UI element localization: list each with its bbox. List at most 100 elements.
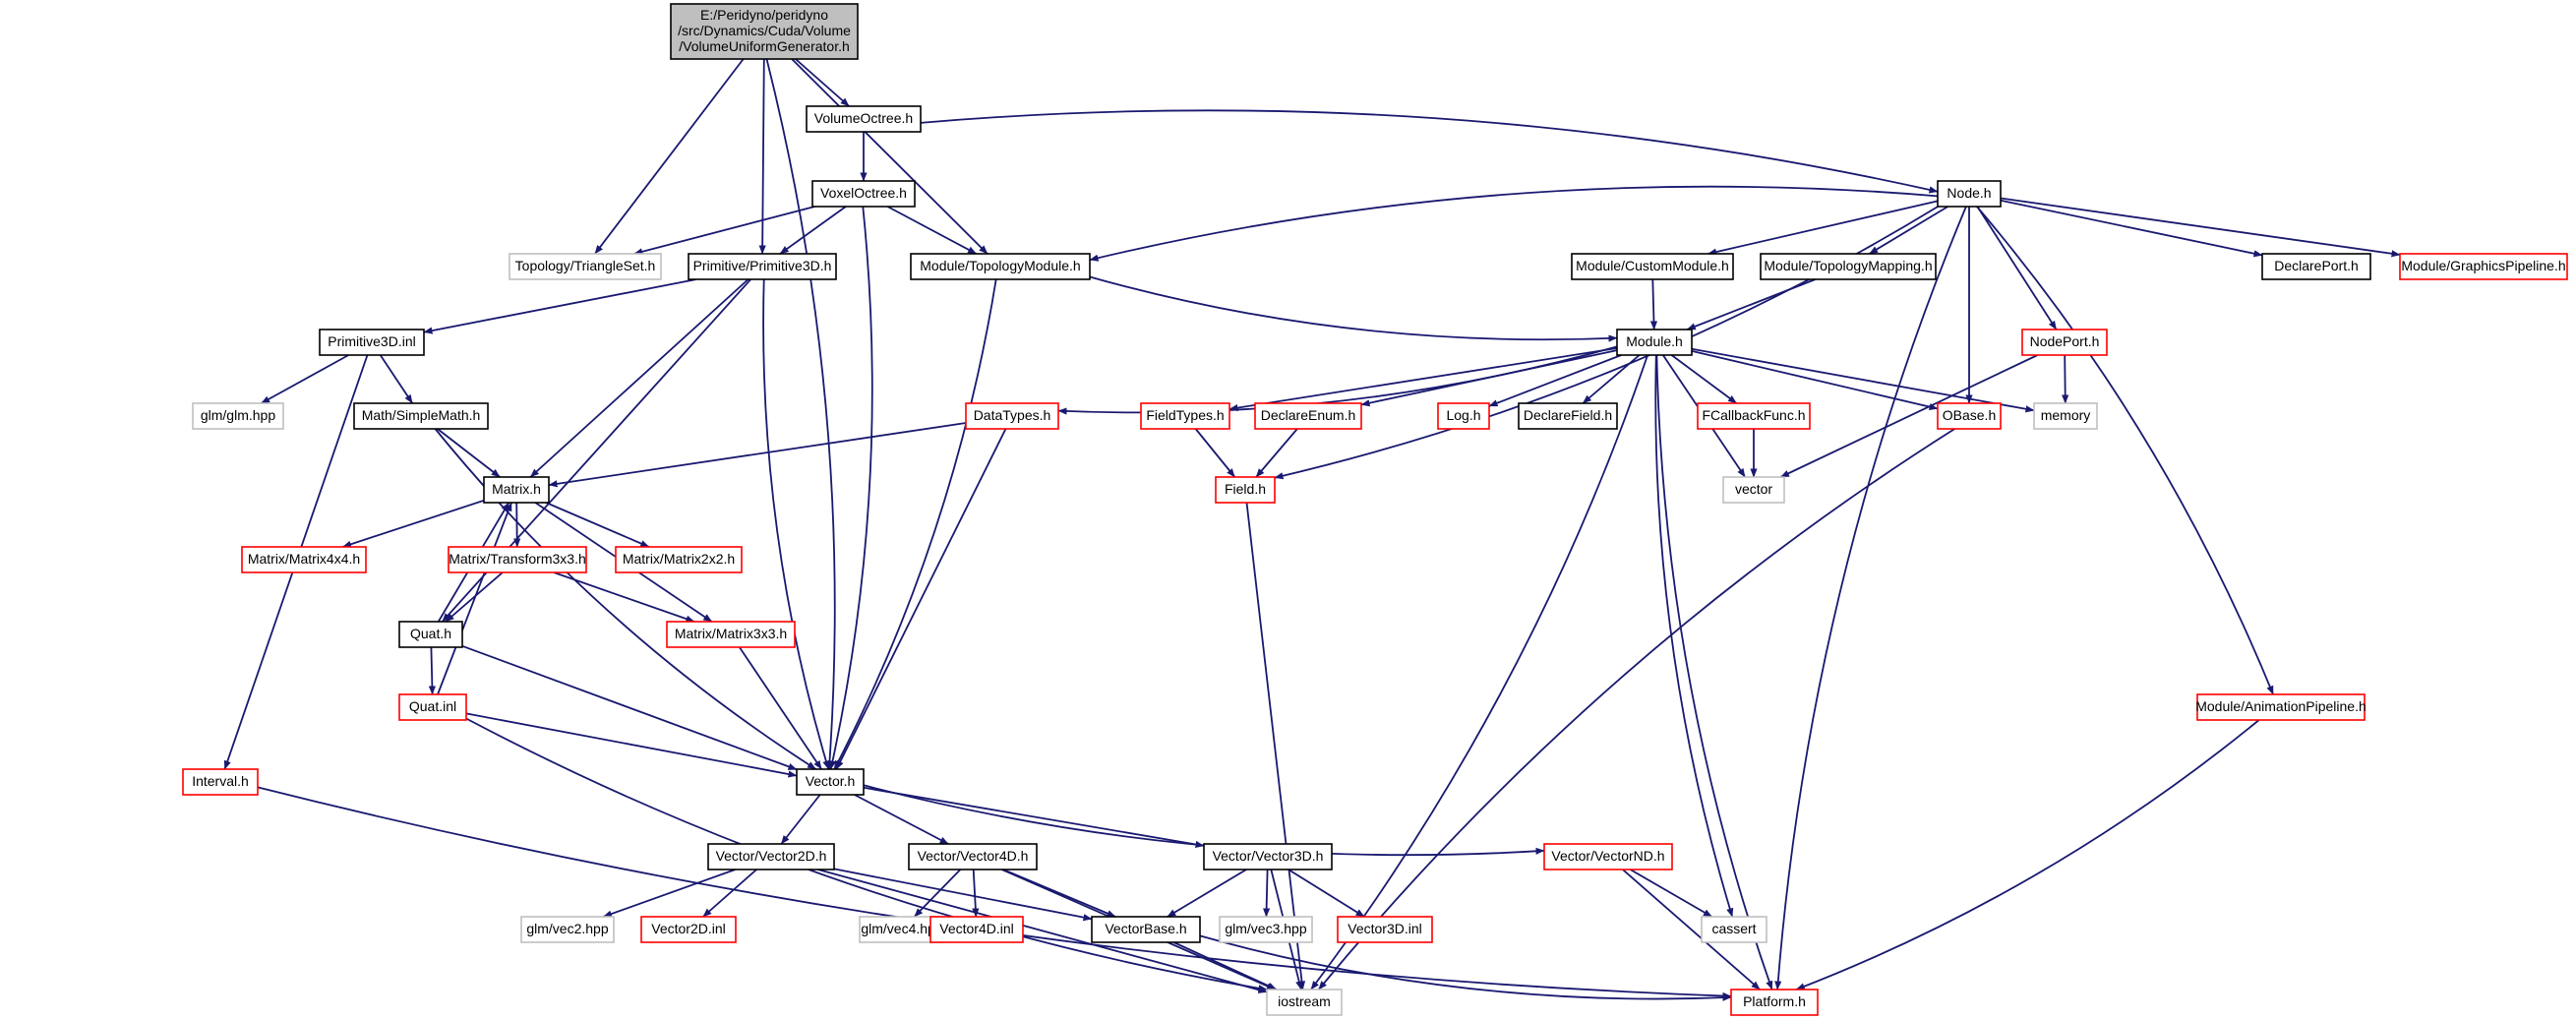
edge-volumeoctree-to-node <box>920 109 1939 194</box>
node-vector3dinl[interactable]: Vector3D.inl <box>1337 916 1433 943</box>
node-label-line: cassert <box>1711 921 1756 936</box>
node-label-line: E:/Peridyno/peridyno <box>700 7 828 23</box>
edge-module-to-iostream <box>1310 354 1648 990</box>
node-platform[interactable]: Platform.h <box>1730 989 1819 1016</box>
node-node[interactable]: Node.h <box>1937 180 2002 208</box>
node-box <box>707 843 835 870</box>
node-label: glm/vec3.hpp <box>1225 921 1306 936</box>
node-label-line: Matrix.h <box>492 481 541 497</box>
node-box <box>670 3 859 60</box>
node-glm[interactable]: glm/glm.hpp <box>192 402 284 430</box>
node-label-line: Primitive3D.inl <box>328 333 415 349</box>
edge-vector2d-to-vector2dinl <box>702 869 757 918</box>
edge-primitive3dinl-to-glm <box>261 354 349 404</box>
edge-module-to-log <box>1488 354 1622 407</box>
edge-root-to-topologymodule <box>791 58 988 255</box>
node-trianglesets[interactable]: Topology/TriangleSet.h <box>509 253 662 280</box>
node-box <box>796 768 865 796</box>
node-primitive3d[interactable]: Primitive/Primitive3D.h <box>688 253 837 280</box>
node-topologymodule[interactable]: Module/TopologyModule.h <box>910 253 1091 280</box>
node-vector[interactable]: vector <box>1722 476 1785 504</box>
node-vector2dinl[interactable]: Vector2D.inl <box>640 916 737 943</box>
node-matrix[interactable]: Matrix.h <box>483 476 550 504</box>
node-memory[interactable]: memory <box>2033 402 2098 430</box>
node-box <box>1722 476 1785 504</box>
node-box <box>483 476 550 504</box>
node-vec4[interactable]: glm/vec4.hpp <box>859 916 945 943</box>
node-vector3d[interactable]: Vector/Vector3D.h <box>1203 843 1333 870</box>
node-label: Matrix/Matrix3x3.h <box>675 626 787 641</box>
node-obase[interactable]: OBase.h <box>1937 402 2002 430</box>
node-primitive3dinl[interactable]: Primitive3D.inl <box>319 329 425 356</box>
node-label-line: memory <box>2041 407 2091 423</box>
node-label-line: Vector/Vector3D.h <box>1213 848 1324 864</box>
node-label: Vector.h <box>806 773 856 789</box>
edge-vectorbase-to-iostream <box>1172 941 1278 990</box>
node-transform3x3[interactable]: Matrix/Transform3x3.h <box>448 546 587 573</box>
node-vec2[interactable]: glm/vec2.hpp <box>520 916 615 943</box>
node-label: glm/vec4.hpp <box>861 921 942 936</box>
node-box <box>1937 180 2002 208</box>
node-vectornd[interactable]: Vector/VectorND.h <box>1543 843 1673 870</box>
node-module[interactable]: Module.h <box>1616 329 1693 356</box>
node-label-line: Quat.inl <box>409 698 456 714</box>
node-quat[interactable]: Quat.h <box>398 621 463 648</box>
node-fieldtypes[interactable]: FieldTypes.h <box>1140 402 1230 430</box>
node-box <box>192 402 284 430</box>
node-label-line: iostream <box>1278 993 1331 1009</box>
node-box <box>666 621 796 648</box>
node-box <box>1203 843 1333 870</box>
node-label-line: glm/vec2.hpp <box>526 921 608 936</box>
node-topologymapping[interactable]: Module/TopologyMapping.h <box>1760 253 1937 280</box>
node-nodeport[interactable]: NodePort.h <box>2021 329 2108 356</box>
node-label: glm/vec2.hpp <box>526 921 608 936</box>
node-datatypes[interactable]: DataTypes.h <box>965 402 1059 430</box>
node-label-line: NodePort.h <box>2030 333 2100 349</box>
edge-vectorh-to-vectornd <box>863 784 1545 857</box>
node-label-line: Vector.h <box>806 773 856 789</box>
node-interval[interactable]: Interval.h <box>182 768 259 796</box>
node-box <box>1219 916 1313 943</box>
node-vector4dinl[interactable]: Vector4D.inl <box>929 916 1024 943</box>
node-label: VoxelOctree.h <box>820 185 907 201</box>
node-vectorh[interactable]: Vector.h <box>796 768 865 796</box>
node-vector2d[interactable]: Vector/Vector2D.h <box>707 843 835 870</box>
edge-node-to-custommodule <box>1707 200 1939 256</box>
node-label-line: Vector/Vector4D.h <box>918 848 1029 864</box>
node-cassert[interactable]: cassert <box>1701 916 1767 943</box>
node-declareenum[interactable]: DeclareEnum.h <box>1254 402 1362 430</box>
node-declareport[interactable]: DeclarePort.h <box>2261 253 2371 280</box>
node-label-line: Module/GraphicsPipeline.h <box>2401 258 2565 273</box>
edge-root-to-primitive3d <box>758 58 766 255</box>
node-voxeloctree[interactable]: VoxelOctree.h <box>811 180 916 208</box>
node-graphicspipeline[interactable]: Module/GraphicsPipeline.h <box>2399 253 2568 280</box>
edge-matrix3x3-to-vectorh <box>739 646 822 770</box>
node-matrix2x2[interactable]: Matrix/Matrix2x2.h <box>615 546 743 573</box>
edge-transform3x3-to-matrix3x3 <box>553 571 695 623</box>
node-label-line: VolumeOctree.h <box>814 110 913 126</box>
node-fcallbackfunc[interactable]: FCallbackFunc.h <box>1697 402 1811 430</box>
node-quatinl[interactable]: Quat.inl <box>398 693 467 721</box>
node-label: Math/SimpleMath.h <box>362 407 481 423</box>
node-vec3[interactable]: glm/vec3.hpp <box>1219 916 1313 943</box>
node-label-line: DeclareField.h <box>1524 407 1612 423</box>
node-label: OBase.h <box>1943 407 1996 423</box>
node-custommodule[interactable]: Module/CustomModule.h <box>1571 253 1734 280</box>
node-label: Matrix/Matrix4x4.h <box>248 551 360 567</box>
edge-voxeloctree-to-vectorh <box>829 206 873 770</box>
edge-transform3x3-to-quat <box>445 571 504 623</box>
node-label: Module/TopologyMapping.h <box>1764 258 1932 273</box>
node-declarefield[interactable]: DeclareField.h <box>1518 402 1618 430</box>
node-log[interactable]: Log.h <box>1437 402 1490 430</box>
edge-vectorh-to-vector3d <box>863 786 1205 849</box>
edge-animationpipeline-to-platform <box>1795 719 2260 990</box>
node-vector4d[interactable]: Vector/Vector4D.h <box>908 843 1038 870</box>
node-animationpipeline[interactable]: Module/AnimationPipeline.h <box>2195 693 2366 721</box>
node-field[interactable]: Field.h <box>1215 476 1276 504</box>
node-volumeoctree[interactable]: VolumeOctree.h <box>806 105 922 133</box>
node-vectorbase[interactable]: VectorBase.h <box>1091 916 1201 943</box>
node-matrix4x4[interactable]: Matrix/Matrix4x4.h <box>241 546 367 573</box>
node-iostream[interactable]: iostream <box>1266 989 1343 1016</box>
node-matrix3x3[interactable]: Matrix/Matrix3x3.h <box>666 621 796 648</box>
node-simplemath[interactable]: Math/SimpleMath.h <box>353 402 489 430</box>
